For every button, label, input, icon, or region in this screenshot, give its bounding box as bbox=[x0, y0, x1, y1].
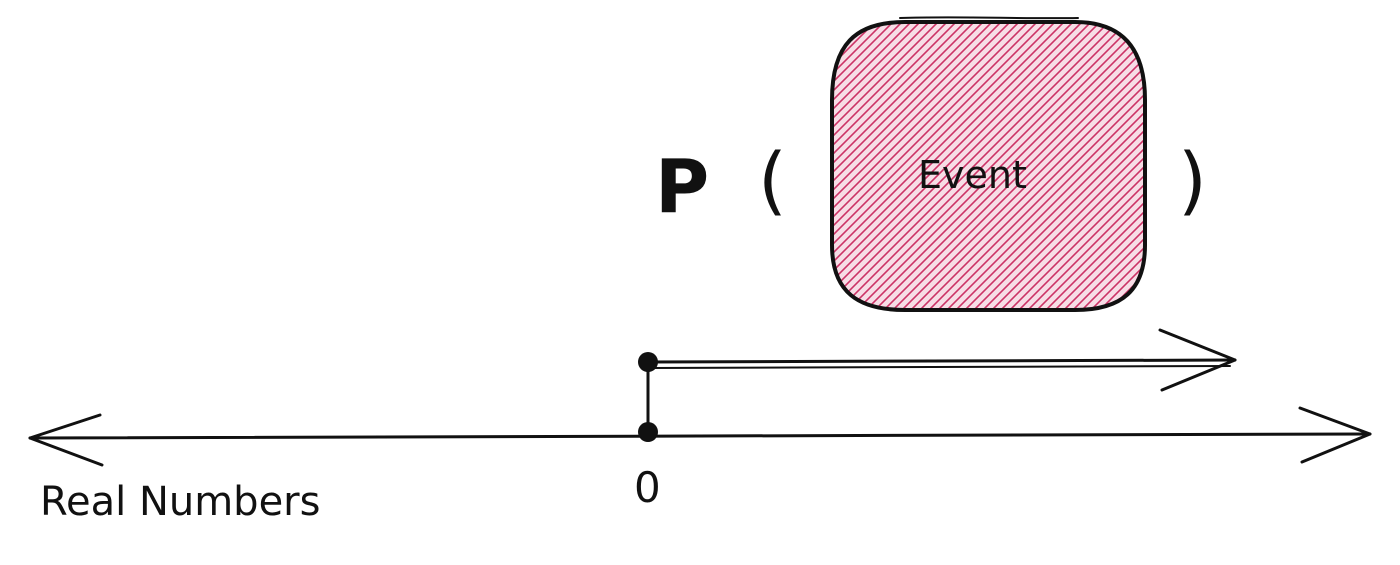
hatch-line bbox=[832, 22, 892, 310]
hatch-line bbox=[887, 22, 1145, 310]
hatch-line bbox=[832, 22, 928, 310]
hatch-line bbox=[1085, 22, 1145, 310]
hatch-line bbox=[832, 22, 1117, 310]
open-paren: ( bbox=[758, 138, 787, 224]
hatch-line bbox=[860, 22, 1145, 310]
left-arrowhead bbox=[28, 413, 104, 467]
hatch-line bbox=[1049, 22, 1145, 310]
event-hatching bbox=[832, 22, 1145, 310]
hatch-line bbox=[832, 22, 1126, 310]
hatch-line bbox=[941, 22, 1145, 310]
hatch-line bbox=[832, 22, 937, 310]
hatch-line bbox=[832, 22, 1108, 310]
hatch-line bbox=[832, 22, 991, 310]
hatch-line bbox=[832, 22, 1099, 310]
hatch-line bbox=[968, 22, 1145, 310]
hatch-line bbox=[832, 22, 919, 310]
hatch-line bbox=[1058, 22, 1145, 310]
hatch-line bbox=[1112, 22, 1145, 310]
hatch-line bbox=[977, 22, 1145, 310]
hatch-line bbox=[986, 22, 1145, 310]
hatch-line bbox=[1013, 22, 1145, 310]
hatch-line bbox=[832, 22, 1009, 310]
hatch-line bbox=[832, 22, 1045, 310]
hatch-line bbox=[832, 22, 982, 310]
hatch-line bbox=[1031, 22, 1145, 310]
right-arrowhead bbox=[1298, 406, 1372, 464]
hatch-line bbox=[832, 22, 901, 310]
real-number-line bbox=[28, 406, 1372, 467]
hatch-line bbox=[1040, 22, 1145, 310]
probability-symbol: P bbox=[655, 144, 709, 230]
hatch-line bbox=[832, 22, 1027, 310]
image-point bbox=[638, 352, 658, 372]
hatch-line bbox=[832, 22, 1000, 310]
hatch-line bbox=[878, 22, 1145, 310]
hatch-line bbox=[914, 22, 1145, 310]
hatch-line bbox=[832, 22, 1063, 310]
axis-label: Real Numbers bbox=[40, 479, 320, 525]
hatch-line bbox=[832, 22, 964, 310]
hatch-line bbox=[1076, 22, 1145, 310]
event-label: Event bbox=[918, 153, 1027, 197]
hatch-line bbox=[832, 22, 1054, 310]
hatch-line bbox=[833, 22, 1135, 310]
hatch-line bbox=[842, 22, 1144, 310]
hatch-line bbox=[832, 22, 865, 310]
hatch-line bbox=[1004, 22, 1145, 310]
hatch-line bbox=[1022, 22, 1145, 310]
event-box bbox=[830, 16, 1147, 312]
hatch-line bbox=[832, 22, 973, 310]
zero-label: 0 bbox=[634, 463, 661, 512]
hatch-line bbox=[905, 22, 1145, 310]
hatch-line bbox=[1103, 22, 1145, 310]
close-paren: ) bbox=[1178, 138, 1207, 224]
hatch-line bbox=[896, 22, 1145, 310]
hatch-line bbox=[1121, 22, 1145, 310]
hatch-line bbox=[950, 22, 1145, 310]
zero-point bbox=[638, 422, 658, 442]
hatch-line bbox=[832, 22, 1018, 310]
hatch-line bbox=[959, 22, 1145, 310]
hatch-line bbox=[832, 22, 1090, 310]
hatch-line bbox=[832, 22, 874, 310]
hatch-line bbox=[995, 22, 1145, 310]
hatch-line bbox=[923, 22, 1145, 310]
hatch-line bbox=[832, 22, 955, 310]
hatch-line bbox=[869, 22, 1145, 310]
hatch-line bbox=[832, 22, 946, 310]
hatch-line bbox=[832, 22, 1072, 310]
hatch-line bbox=[932, 22, 1145, 310]
probability-mapping-ray bbox=[638, 328, 1237, 442]
hatch-line bbox=[851, 22, 1145, 310]
ray-arrowhead bbox=[1158, 328, 1237, 392]
hatch-line bbox=[832, 22, 1081, 310]
hatch-line bbox=[832, 22, 1036, 310]
hatch-line bbox=[832, 22, 910, 310]
hatch-line bbox=[1067, 22, 1145, 310]
hatch-line bbox=[1130, 22, 1145, 310]
